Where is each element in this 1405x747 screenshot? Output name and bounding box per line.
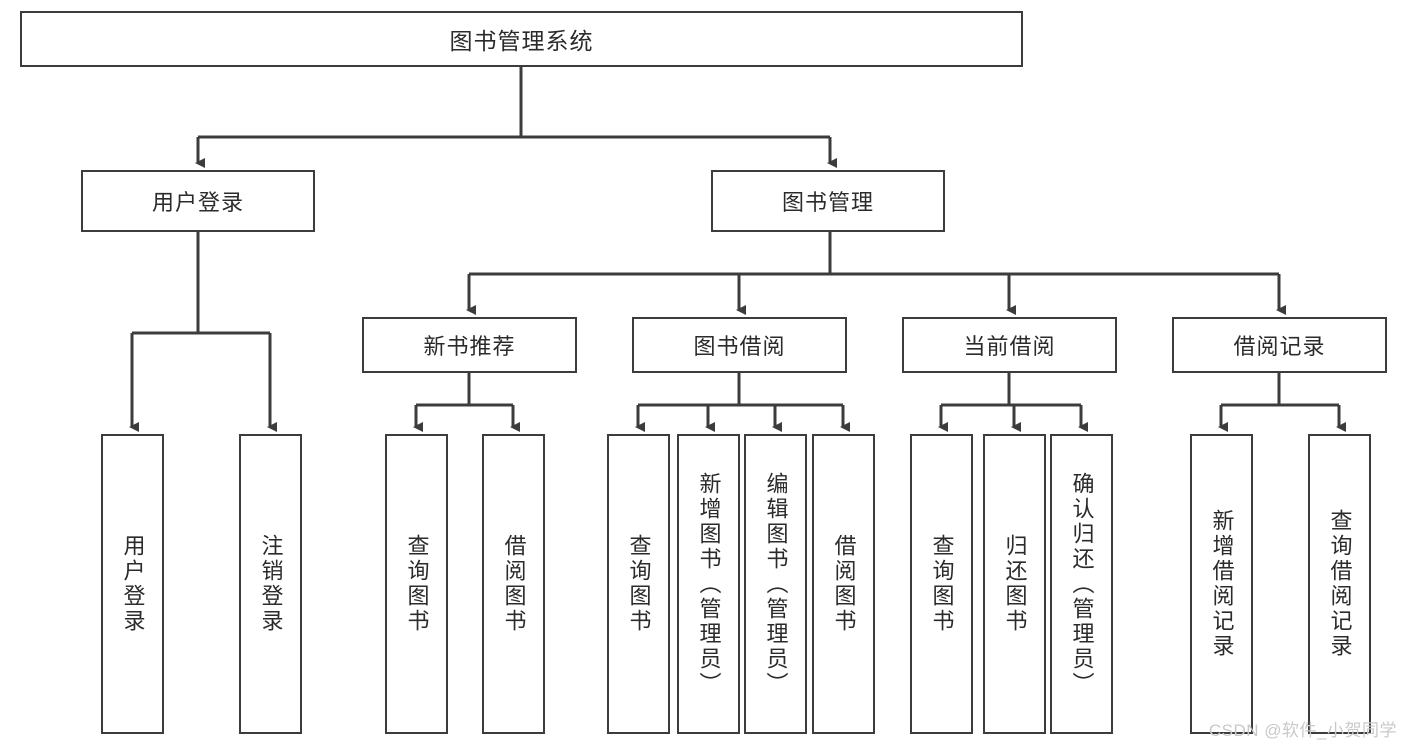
- node-new-book-recommend-label: 新书推荐: [423, 334, 516, 359]
- node-book-borrow-label: 图书借阅: [693, 334, 786, 359]
- leaf-label: 用户登录: [120, 534, 146, 634]
- leaf-query-books-borrow[interactable]: 查询图书: [607, 434, 670, 734]
- node-borrow-record[interactable]: 借阅记录: [1172, 317, 1387, 373]
- node-book-borrow[interactable]: 图书借阅: [632, 317, 847, 373]
- node-root-label: 图书管理系统: [449, 28, 594, 54]
- leaf-label: 注销登录: [258, 534, 284, 634]
- node-current-borrow-label: 当前借阅: [963, 334, 1056, 359]
- leaf-confirm-return-admin[interactable]: 确认归还（管理员）: [1050, 434, 1113, 734]
- leaf-logout[interactable]: 注销登录: [239, 434, 302, 734]
- leaf-label: 查询借阅记录: [1327, 509, 1353, 659]
- leaf-borrow-books-recommend[interactable]: 借阅图书: [482, 434, 545, 734]
- node-user-login-label: 用户登录: [151, 190, 244, 215]
- leaf-borrow-books[interactable]: 借阅图书: [812, 434, 875, 734]
- node-current-borrow[interactable]: 当前借阅: [902, 317, 1117, 373]
- leaf-label: 借阅图书: [501, 534, 527, 634]
- leaf-edit-book-admin[interactable]: 编辑图书（管理员）: [744, 434, 807, 734]
- leaf-label: 新增图书（管理员）: [696, 471, 722, 697]
- leaf-query-borrow-record[interactable]: 查询借阅记录: [1308, 434, 1371, 734]
- leaf-query-books-current[interactable]: 查询图书: [910, 434, 973, 734]
- leaf-label: 借阅图书: [831, 534, 857, 634]
- node-book-management-label: 图书管理: [781, 190, 874, 215]
- leaf-label: 查询图书: [404, 534, 430, 634]
- leaf-query-books-recommend[interactable]: 查询图书: [385, 434, 448, 734]
- node-book-management[interactable]: 图书管理: [711, 170, 945, 232]
- leaf-return-books[interactable]: 归还图书: [983, 434, 1046, 734]
- node-borrow-record-label: 借阅记录: [1233, 334, 1326, 359]
- leaf-label: 查询图书: [929, 534, 955, 634]
- node-root[interactable]: 图书管理系统: [20, 11, 1023, 67]
- leaf-user-login[interactable]: 用户登录: [101, 434, 164, 734]
- leaf-label: 查询图书: [626, 534, 652, 634]
- leaf-label: 编辑图书（管理员）: [763, 471, 789, 697]
- node-new-book-recommend[interactable]: 新书推荐: [362, 317, 577, 373]
- leaf-label: 新增借阅记录: [1209, 509, 1235, 659]
- leaf-add-book-admin[interactable]: 新增图书（管理员）: [677, 434, 740, 734]
- leaf-add-borrow-record[interactable]: 新增借阅记录: [1190, 434, 1253, 734]
- node-user-login[interactable]: 用户登录: [81, 170, 315, 232]
- leaf-label: 归还图书: [1002, 534, 1028, 634]
- watermark: CSDN @软件_小贺同学: [1208, 721, 1397, 740]
- leaf-label: 确认归还（管理员）: [1069, 471, 1095, 697]
